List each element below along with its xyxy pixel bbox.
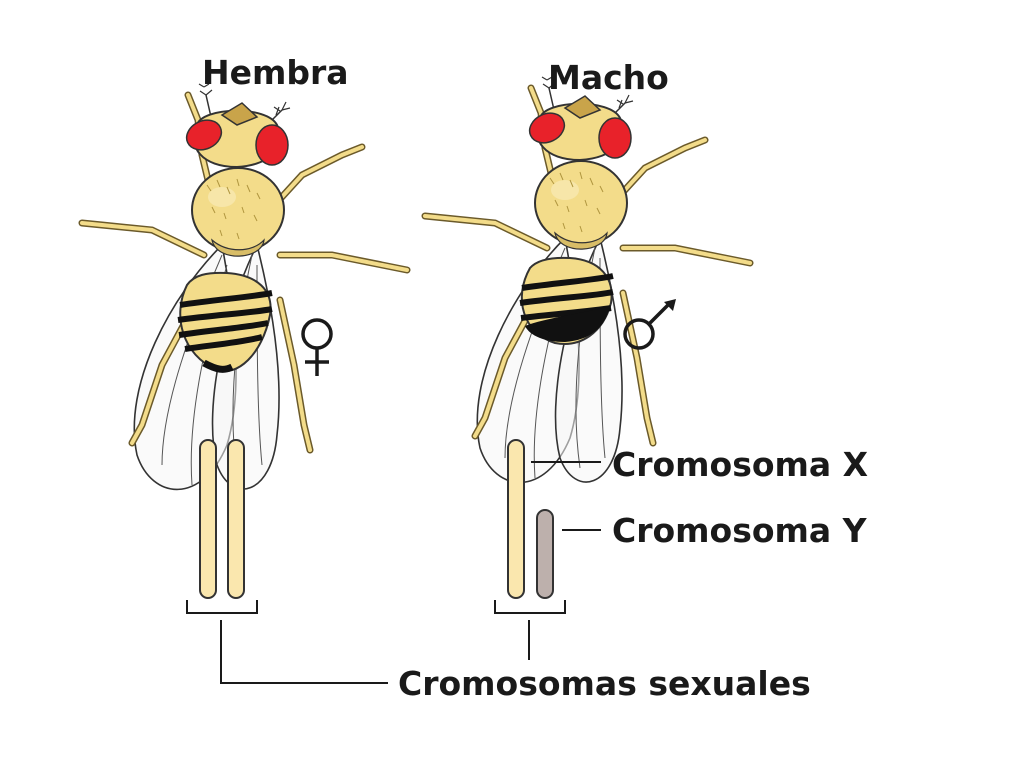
male-x-chromosome bbox=[507, 439, 525, 599]
venus-symbol-icon bbox=[301, 318, 333, 376]
female-bracket-connector bbox=[220, 620, 388, 684]
sex-chromosomes-label: Cromosomas sexuales bbox=[398, 664, 811, 703]
male-y-chromosome bbox=[536, 509, 554, 599]
female-x-chromosome-2 bbox=[227, 439, 245, 599]
female-fly-illustration bbox=[82, 83, 407, 491]
female-label: Hembra bbox=[202, 53, 349, 92]
mars-symbol-icon bbox=[623, 301, 672, 350]
male-chromosome-bracket bbox=[494, 600, 566, 614]
female-chromosome-bracket bbox=[186, 600, 258, 614]
male-fly-illustration bbox=[425, 76, 750, 484]
x-chromosome-label: Cromosoma X bbox=[612, 448, 869, 481]
female-x-chromosome-1 bbox=[199, 439, 217, 599]
male-label: Macho bbox=[548, 58, 669, 97]
y-chromosome-label: Cromosoma Y bbox=[612, 514, 867, 547]
mars-arrow-icon bbox=[664, 299, 676, 311]
